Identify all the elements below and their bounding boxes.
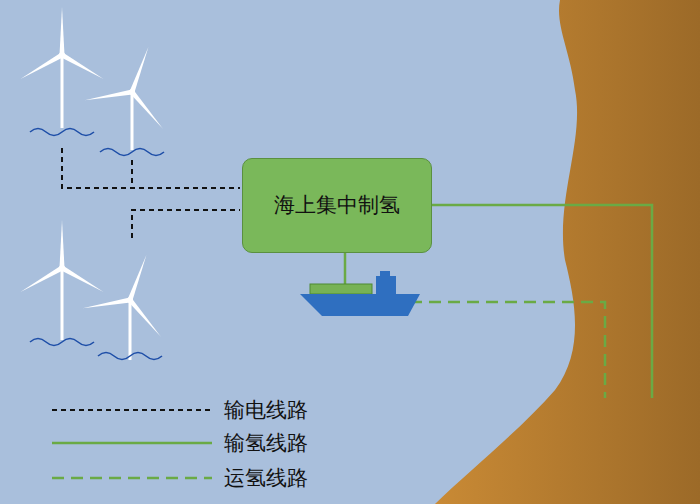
land	[435, 0, 700, 504]
hydrogen-shipping-route	[410, 302, 605, 398]
legend-label: 输氢线路	[224, 429, 308, 457]
legend-label: 运氢线路	[224, 464, 308, 492]
box-label: 海上集中制氢	[274, 191, 400, 219]
power-lines	[62, 148, 240, 238]
legend-line-sample	[52, 409, 212, 411]
ship	[300, 271, 420, 316]
legend-label: 输电线路	[224, 396, 308, 424]
legend-line-sample	[52, 442, 212, 445]
legend-line-sample	[52, 477, 212, 480]
process-box: 海上集中制氢	[242, 158, 432, 253]
wind-turbines	[19, 7, 188, 360]
